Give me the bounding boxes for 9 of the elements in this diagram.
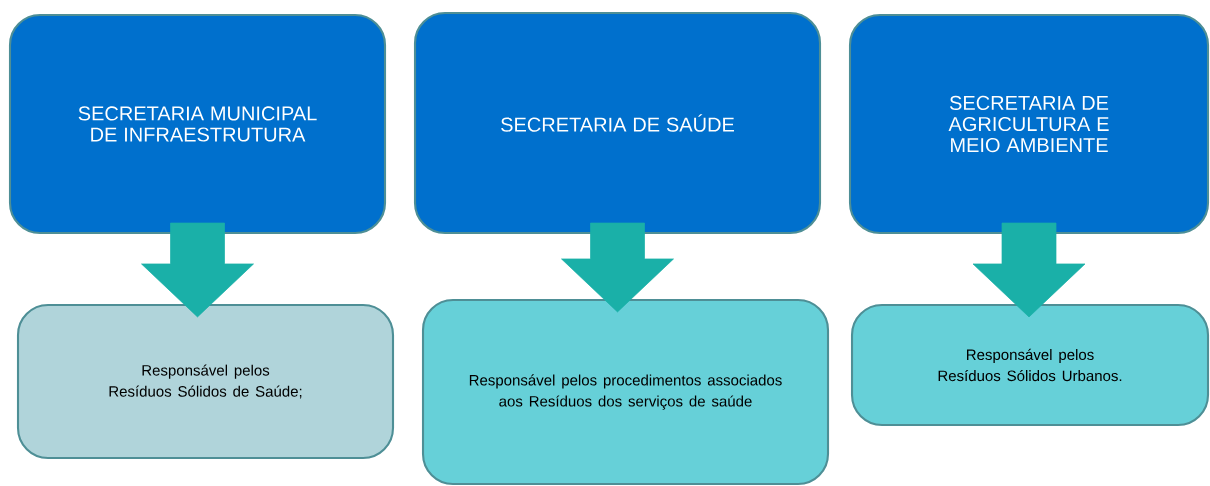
department-box: SECRETARIA MUNICIPAL DE INFRAESTRUTURA — [8, 13, 387, 235]
block-arrow — [141, 222, 254, 318]
block-arrow — [972, 222, 1086, 318]
responsibility-box: Responsável pelos procedimentos associados aos Resíduos dos serviços de saúde — [421, 298, 830, 486]
block-arrow — [561, 222, 674, 313]
responsibility-box: Responsável pelos Resíduos Sólidos Urbanos. — [850, 303, 1210, 427]
responsibility-box: Responsável pelos Resíduos Sólidos de Saúde; — [16, 303, 395, 460]
department-box: SECRETARIA DE SAÚDE — [413, 11, 822, 235]
department-box: SECRETARIA DE AGRICULTURA E MEIO AMBIENTE — [848, 13, 1210, 235]
